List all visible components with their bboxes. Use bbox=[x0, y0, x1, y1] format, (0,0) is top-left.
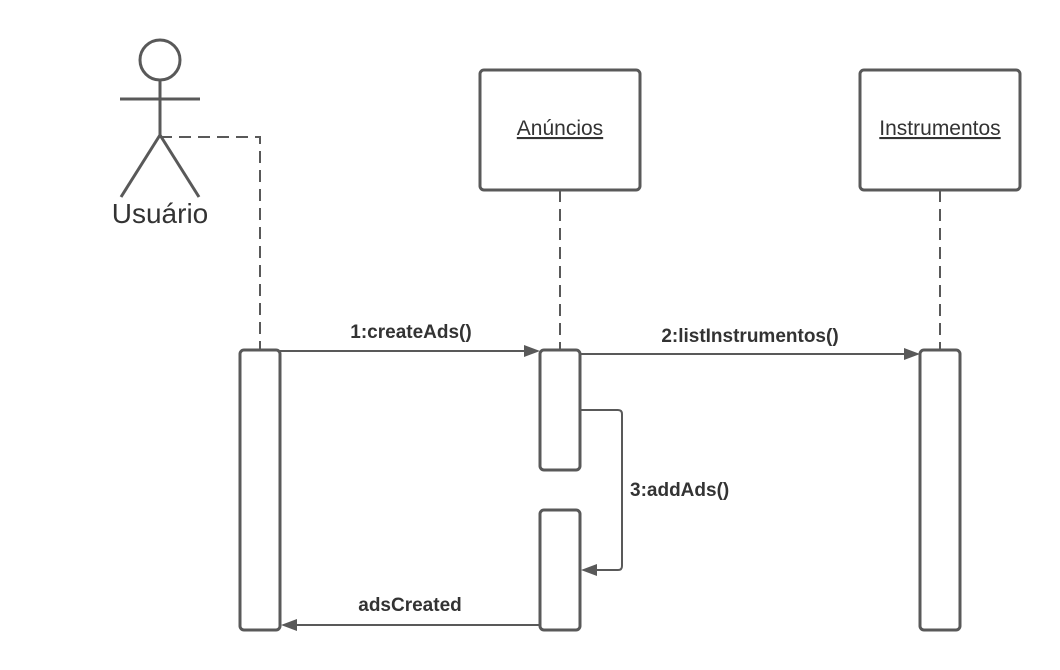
activation-instrumentos bbox=[918, 348, 962, 632]
message-add-ads-arrowhead bbox=[581, 564, 597, 576]
actor-label: Usuário bbox=[112, 198, 208, 229]
message-list-instrumentos[interactable]: 2:listInstrumentos() bbox=[580, 326, 920, 360]
message-add-ads[interactable]: 3:addAds() bbox=[580, 409, 729, 576]
message-list-instrumentos-label: 2:listInstrumentos() bbox=[661, 326, 838, 347]
participant-anuncios[interactable]: Anúncios bbox=[478, 68, 642, 192]
actor-head bbox=[138, 38, 182, 82]
activation-usuario bbox=[238, 348, 282, 632]
actor-right-leg bbox=[158, 134, 201, 198]
actor-lifeline bbox=[160, 136, 261, 350]
activation-anuncios-2 bbox=[538, 508, 582, 632]
message-create-ads-arrowhead bbox=[524, 345, 540, 357]
message-ads-created-arrowhead bbox=[281, 619, 297, 631]
message-ads-created-label: adsCreated bbox=[358, 595, 462, 616]
message-create-ads[interactable]: 1:createAds() bbox=[280, 322, 540, 357]
participant-instrumentos-label: Instrumentos bbox=[879, 117, 1000, 140]
participant-instrumentos[interactable]: Instrumentos bbox=[858, 68, 1022, 192]
message-create-ads-label: 1:createAds() bbox=[350, 322, 471, 343]
message-list-instrumentos-arrowhead bbox=[904, 348, 920, 360]
actor-left-leg bbox=[119, 134, 162, 198]
actor-usuario[interactable]: Usuário bbox=[112, 38, 208, 229]
message-add-ads-label: 3:addAds() bbox=[630, 480, 729, 501]
message-add-ads-line bbox=[580, 409, 623, 571]
message-ads-created[interactable]: adsCreated bbox=[281, 595, 540, 631]
activation-anuncios-1 bbox=[538, 348, 582, 472]
participant-anuncios-label: Anúncios bbox=[517, 117, 603, 140]
